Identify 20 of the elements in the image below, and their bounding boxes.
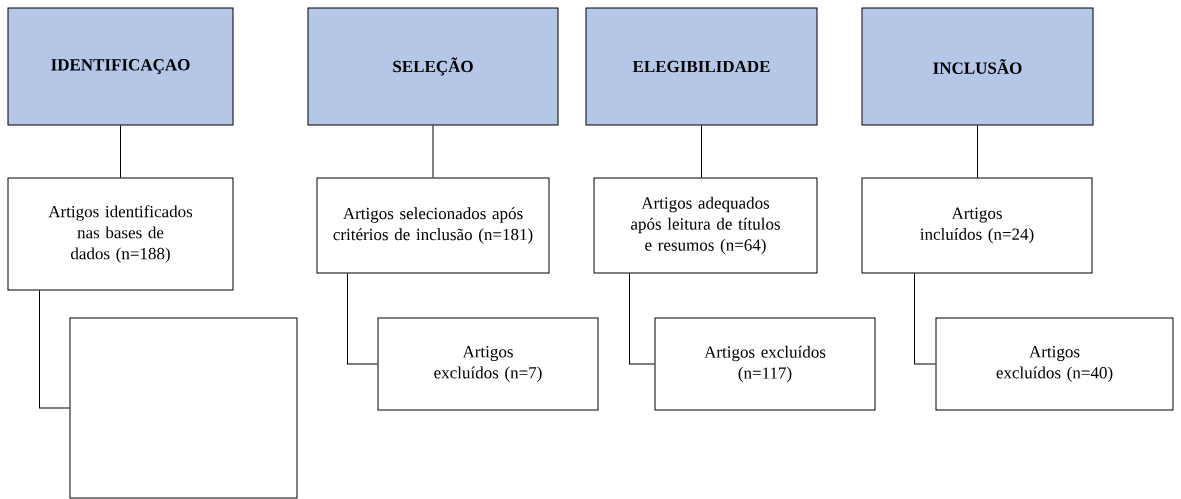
connector-line [120, 125, 121, 178]
connector-line [432, 125, 434, 178]
process-box: Artigos identificados nas bases de dados (n=188) [7, 177, 234, 291]
connector-line [629, 273, 655, 365]
process-box: Artigos selecionados após critérios de inclusão (n=181) [316, 177, 550, 274]
process-box: Artigos excluídos (n=40) [935, 317, 1174, 411]
connector-line [977, 125, 978, 178]
process-box: Artigos excluídos (n=7) [377, 317, 599, 411]
connector-line [347, 273, 378, 365]
connector-line [39, 290, 70, 409]
process-box: Artigos incluídos (n=24) [861, 177, 1093, 274]
stage-box: ELEGIBILIDADE [585, 7, 818, 126]
stage-box: SELEÇÃO [307, 7, 559, 126]
stage-box: INCLUSÃO [861, 7, 1094, 126]
connector-line [701, 125, 702, 178]
stage-box: IDENTIFICAÇAO [7, 7, 234, 126]
connector-line [914, 273, 936, 365]
process-box: Artigos adequados após leitura de títulos e resumos (n=64) [593, 177, 818, 274]
process-box: Artigos excluídos (n=117) [654, 317, 876, 411]
empty-box [69, 317, 298, 499]
